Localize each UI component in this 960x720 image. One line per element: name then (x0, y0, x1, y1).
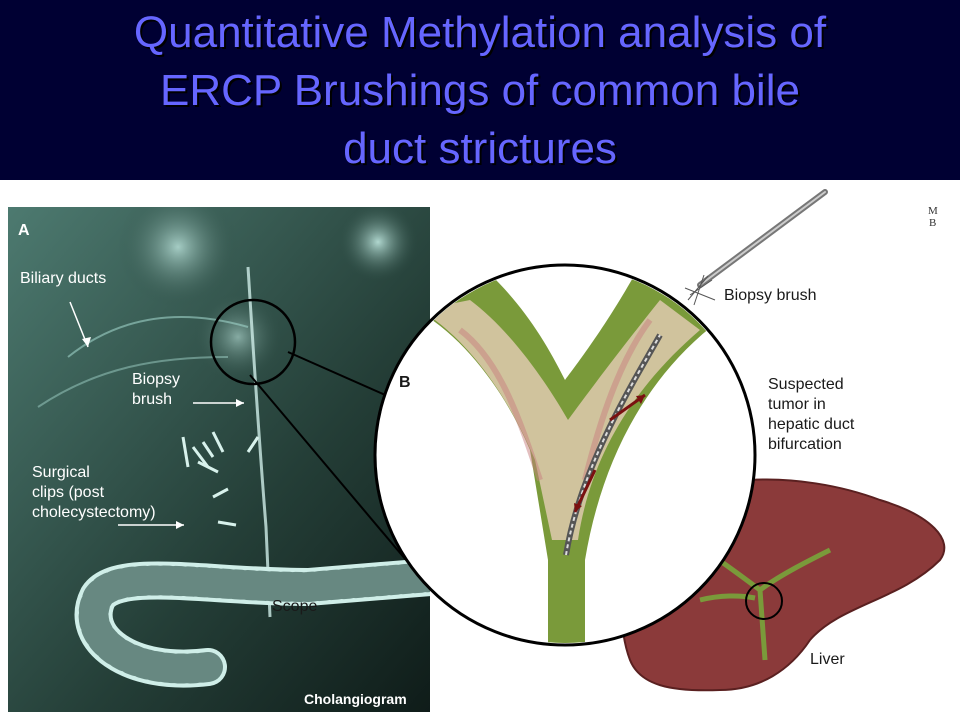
magnify-circle (209, 298, 297, 386)
suspected-tumor-label: Suspected tumor in hepatic duct bifurcat… (768, 376, 855, 453)
title-banner: Quantitative Methylation analysis of ERC… (0, 0, 960, 180)
liver-label: Liver (810, 651, 845, 668)
panel-a-label: A (18, 222, 30, 239)
zoom-connector-top (287, 351, 393, 399)
liver-target-circle (745, 582, 783, 620)
scope-label: Scope (272, 598, 318, 615)
mb-logo-icon: M B (928, 205, 938, 229)
slide-title: Quantitative Methylation analysis of ERC… (20, 4, 940, 178)
title-line-2: ERCP Brushings of common bile (160, 66, 800, 115)
title-line-3: duct strictures (343, 124, 617, 173)
zoom-connector-bottom (249, 374, 407, 561)
title-line-1: Quantitative Methylation analysis of (133, 8, 827, 57)
panel-b-label: B (399, 374, 411, 391)
surgical-clips-label: Surgical clips (post cholecystectomy) (32, 464, 156, 521)
surgical-clips (181, 431, 260, 527)
xray-image (8, 207, 430, 712)
svg-text:M: M (928, 205, 938, 217)
brush-bristles-icon (684, 274, 716, 306)
biopsy-brush-label: Biopsy brush (724, 287, 817, 304)
cholangiogram-caption: Cholangiogram (304, 691, 407, 707)
biliary-ducts-label: Biliary ducts (20, 270, 107, 287)
cholangiogram-panel: A Biliary ducts Biopsy brush Surgical cl… (8, 207, 430, 712)
svg-text:B: B (929, 217, 936, 229)
biopsy-brush-xray-label: Biopsy brush (132, 371, 181, 408)
